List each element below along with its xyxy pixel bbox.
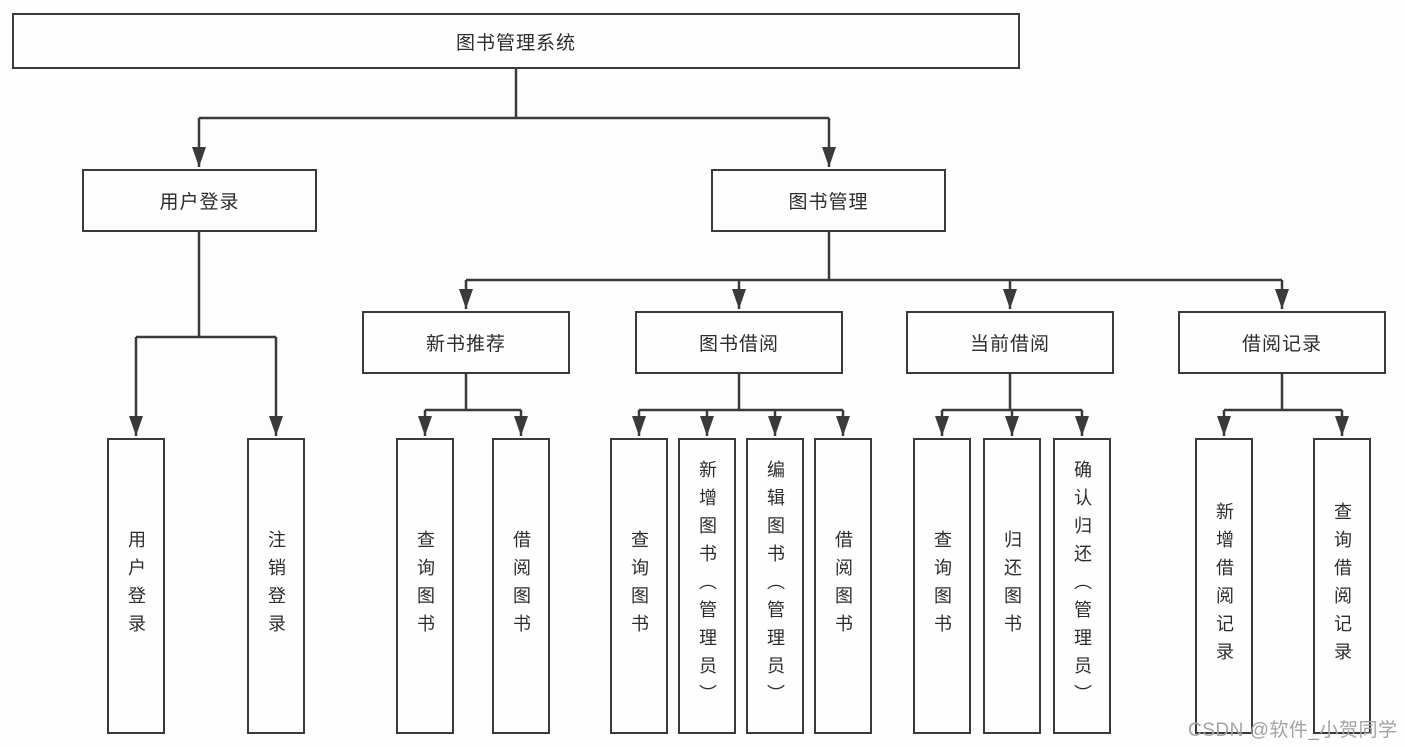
leaf-nbr-query-book: 查询图书: [396, 438, 454, 734]
leaf-bb-edit-book-admin: 编辑图书（管理员）: [746, 438, 804, 734]
leaf-label: 用户登录: [126, 530, 146, 642]
leaf-cb-return-book: 归还图书: [983, 438, 1041, 734]
leaf-cb-confirm-return-admin: 确认归还（管理员）: [1053, 438, 1111, 734]
leaf-label: 查询图书: [629, 530, 649, 642]
node-current-borrowing: 当前借阅: [906, 311, 1114, 374]
node-root: 图书管理系统: [12, 13, 1020, 69]
leaf-label: 归还图书: [1002, 530, 1022, 642]
leaf-label: 编辑图书（管理员）: [765, 460, 785, 712]
node-borrow-records: 借阅记录: [1178, 311, 1386, 374]
leaf-label: 确认归还（管理员）: [1072, 460, 1092, 712]
leaf-bb-borrow-book: 借阅图书: [814, 438, 872, 734]
leaf-br-add-record: 新增借阅记录: [1195, 438, 1253, 734]
node-book-borrowing: 图书借阅: [635, 311, 843, 374]
leaf-cb-query-book: 查询图书: [913, 438, 971, 734]
leaf-bb-query-book: 查询图书: [610, 438, 668, 734]
leaf-br-query-record: 查询借阅记录: [1313, 438, 1371, 734]
leaf-label: 借阅图书: [833, 530, 853, 642]
leaf-label: 查询图书: [932, 530, 952, 642]
leaf-label: 注销登录: [266, 530, 286, 642]
leaf-label: 查询借阅记录: [1332, 502, 1352, 670]
csdn-watermark: CSDN @软件_小贺同学: [1188, 720, 1398, 741]
leaf-user-login: 用户登录: [107, 438, 165, 734]
leaf-label: 借阅图书: [511, 530, 531, 642]
node-book-management: 图书管理: [711, 169, 946, 232]
node-user-login: 用户登录: [82, 169, 317, 232]
leaf-nbr-borrow-book: 借阅图书: [492, 438, 550, 734]
leaf-label: 新增借阅记录: [1214, 502, 1234, 670]
leaf-label: 查询图书: [415, 530, 435, 642]
leaf-logout: 注销登录: [247, 438, 305, 734]
node-new-book-recommend: 新书推荐: [362, 311, 570, 374]
leaf-bb-add-book-admin: 新增图书（管理员）: [678, 438, 736, 734]
leaf-label: 新增图书（管理员）: [697, 460, 717, 712]
